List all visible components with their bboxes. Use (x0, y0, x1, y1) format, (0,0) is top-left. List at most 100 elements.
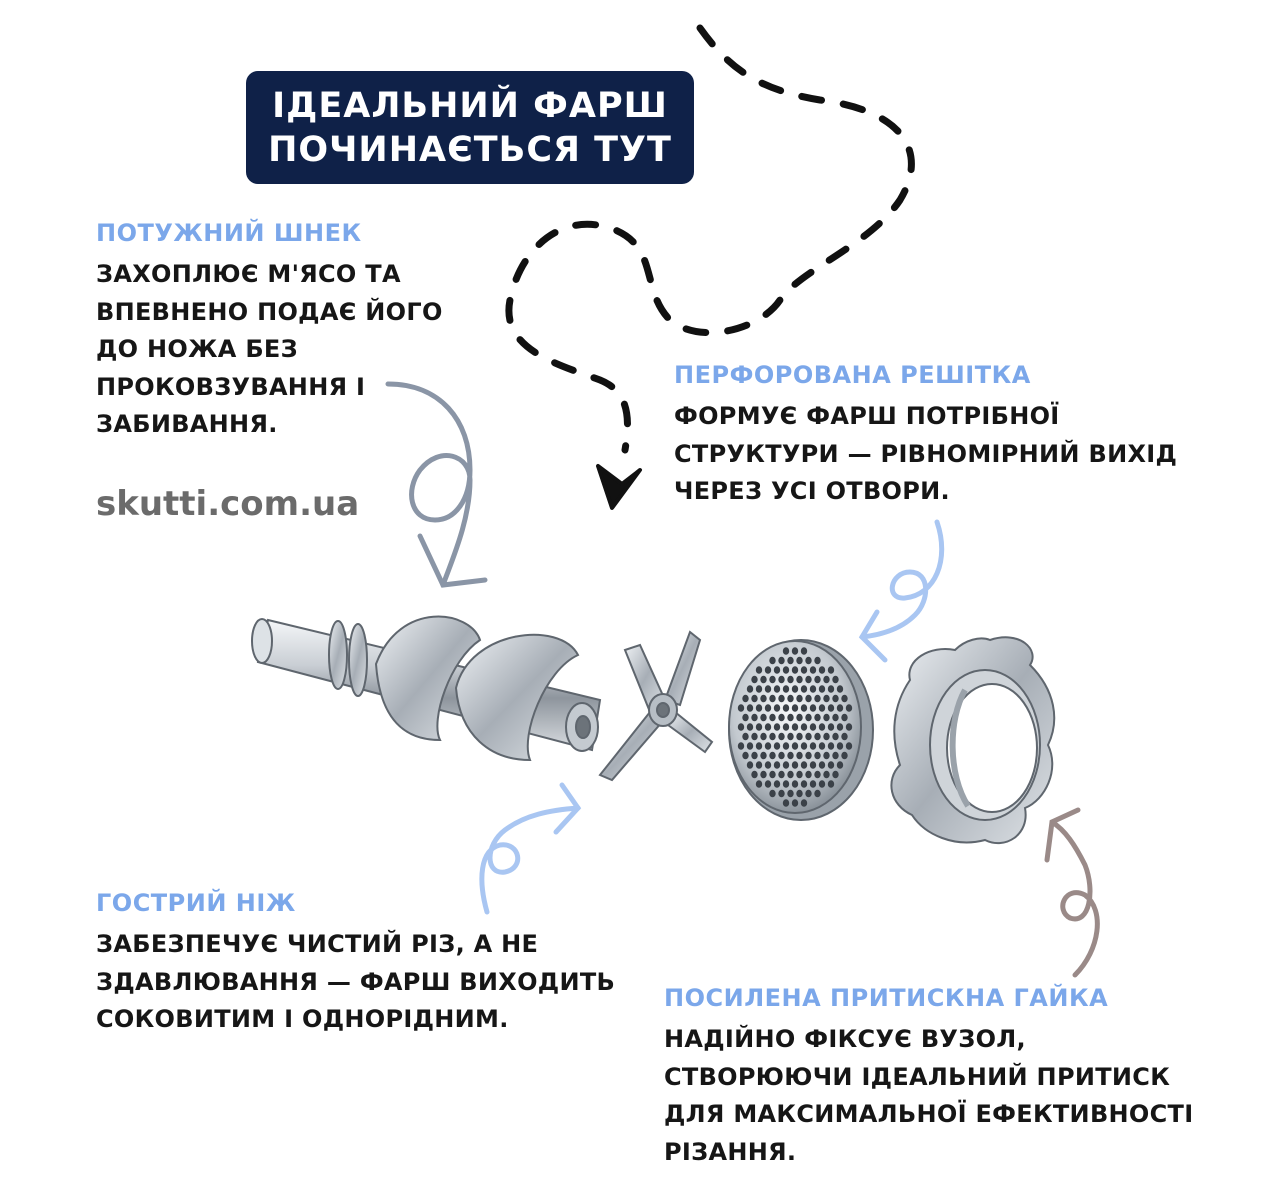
nut-text-line: для максимальної ефективності (664, 1100, 1194, 1128)
plate-hole (832, 675, 839, 684)
plate-hole (818, 742, 826, 750)
plate-hole (800, 666, 808, 674)
plate-hole (769, 656, 776, 665)
plate-hole (778, 713, 785, 722)
plate-hole (796, 751, 803, 760)
auger-text-line: забивання. (96, 410, 278, 438)
plate-hole (841, 694, 848, 703)
plate-hole (796, 713, 803, 722)
auger-heading: Потужний шнек (96, 219, 362, 247)
plate-hole (814, 694, 821, 703)
plate-hole (841, 751, 848, 760)
plate-hole (760, 770, 767, 779)
plate-hole (814, 789, 821, 798)
plate-hole (782, 761, 790, 769)
plate-hole (769, 770, 776, 779)
plate-hole (836, 742, 844, 750)
knife-text-line: соковитим і однорідним. (96, 1005, 509, 1033)
plate-hole (800, 780, 808, 788)
plate-hole (832, 713, 839, 722)
plate-hole (764, 666, 772, 674)
plate-hole (845, 723, 853, 731)
plate-hole (751, 751, 758, 760)
plate-hole (805, 713, 812, 722)
section-plate: Перфорована решітка формує фарш потрібно… (674, 360, 1177, 511)
plate-hole (751, 732, 758, 741)
plate-hole (791, 742, 799, 750)
section-nut: Посилена притискна гайка надійно фіксує … (664, 983, 1193, 1171)
plate-hole (818, 780, 826, 788)
plate-hole (827, 742, 835, 750)
auger-part (251, 615, 602, 762)
plate-hole (818, 704, 826, 712)
plate-hole (805, 694, 812, 703)
plate-hole (773, 666, 781, 674)
plate-hole (836, 685, 844, 693)
plate-hole (818, 761, 826, 769)
plate-hole (782, 799, 790, 807)
plate-hole (818, 666, 826, 674)
knife-text-line: забезпечує чистий різ, а не (96, 930, 539, 958)
plate-hole (796, 770, 803, 779)
plate-hole (778, 751, 785, 760)
plate-hole (742, 751, 749, 760)
plate-hole (832, 732, 839, 741)
plate-hole (746, 685, 754, 693)
plate-hole (832, 751, 839, 760)
plate-hole (809, 723, 817, 731)
plate-hole (782, 685, 790, 693)
plate-hole (773, 742, 781, 750)
plate-hole (787, 751, 794, 760)
plate-hole (737, 742, 745, 750)
perforated-plate-part (728, 639, 874, 821)
plate-hole (787, 789, 794, 798)
plate-hole (796, 732, 803, 741)
plate-hole (809, 685, 817, 693)
title-banner: Ідеальний фарш починається тут (246, 71, 694, 184)
plate-hole (782, 666, 790, 674)
plate-hole (800, 742, 808, 750)
plate-hole (778, 656, 785, 665)
plate-hole (805, 656, 812, 665)
plate-hole (751, 770, 758, 779)
plate-hole (769, 713, 776, 722)
title-line-1: Ідеальний фарш (272, 85, 668, 126)
plate-hole (818, 723, 826, 731)
plate-text-line: структури — рівномірний вихід (674, 439, 1178, 468)
plate-hole (805, 732, 812, 741)
website-label: skutti.com.ua (96, 484, 360, 524)
nut-text-line: різання. (664, 1137, 797, 1166)
plate-hole (841, 732, 848, 741)
plate-hole (760, 675, 767, 684)
auger-text-line: захоплює м'ясо та (96, 260, 401, 288)
dashed-path-decoration (505, 24, 915, 454)
plate-hole (814, 675, 821, 684)
plate-hole (769, 675, 776, 684)
plate-hole (764, 704, 772, 712)
plate-hole (782, 704, 790, 712)
title-line-2: починається тут (268, 129, 672, 170)
plate-hole (787, 770, 794, 779)
plate-text-line: через усі отвори. (674, 477, 950, 505)
plate-hole (755, 742, 763, 750)
plate-hole (791, 704, 799, 712)
plate-hole (778, 789, 785, 798)
plate-hole (823, 751, 830, 760)
plate-hole (782, 780, 790, 788)
plate-hole (742, 732, 749, 741)
plate-hole (791, 799, 799, 807)
plate-hole (742, 713, 749, 722)
plate-hole (796, 789, 803, 798)
plate-hole (809, 742, 817, 750)
plate-hole (814, 770, 821, 779)
loop-arrow-nut (1044, 807, 1100, 978)
plate-hole (773, 780, 781, 788)
plate-hole (791, 685, 799, 693)
plate-hole (773, 685, 781, 693)
plate-hole (791, 723, 799, 731)
plate-hole (827, 685, 835, 693)
section-knife: Гострий ніж забезпечує чистий різ, а не … (96, 888, 615, 1039)
plate-hole (800, 761, 808, 769)
plate-hole (832, 770, 839, 779)
dashed-path-arrowhead (596, 464, 642, 510)
